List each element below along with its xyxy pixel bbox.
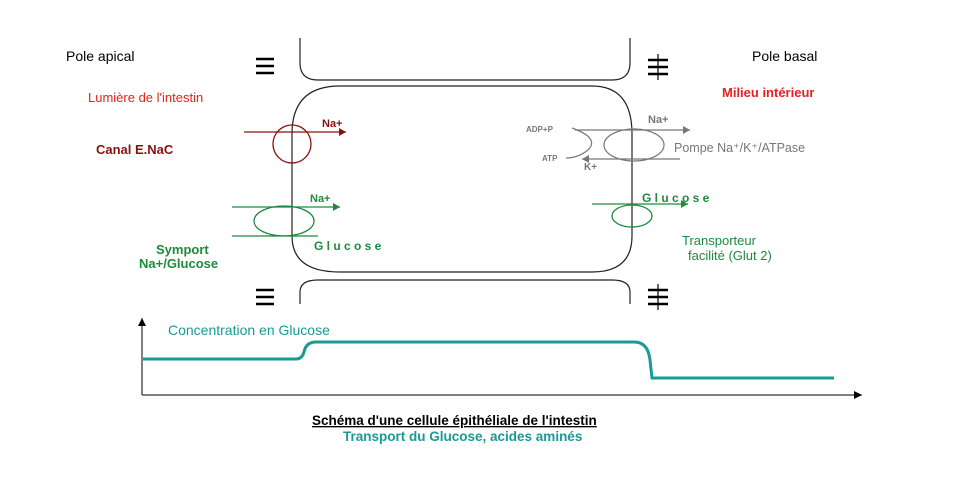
na-pump-label: Na+ bbox=[648, 114, 669, 126]
graph-x-arrowhead bbox=[854, 391, 862, 399]
glucose-symport-label: G l u c o s e bbox=[314, 239, 382, 253]
atp-conversion-curve bbox=[565, 127, 593, 159]
concentration-label: Concentration en Glucose bbox=[168, 322, 330, 338]
glucose-basal-arrowhead bbox=[681, 200, 688, 208]
desmosome-top-icon bbox=[648, 54, 668, 80]
caption-title: Schéma d'une cellule épithéliale de l'in… bbox=[312, 413, 597, 428]
lumiere-label: Lumière de l'intestin bbox=[88, 90, 203, 105]
transporteur-label-line2: facilité (Glut 2) bbox=[688, 248, 772, 263]
pole-apical-label: Pole apical bbox=[66, 48, 135, 64]
caption-subtitle: Transport du Glucose, acides aminés bbox=[343, 429, 582, 444]
symport-label-line1: Symport bbox=[156, 242, 209, 257]
na-k-pump bbox=[565, 126, 690, 163]
transporteur-label-line1: Transporteur bbox=[682, 233, 757, 248]
symport-circle bbox=[253, 205, 315, 237]
symport-label-line2: Na+/Glucose bbox=[139, 256, 218, 271]
na-channel-arrowhead bbox=[339, 128, 346, 136]
cell-body bbox=[291, 85, 633, 273]
concentration-graph bbox=[138, 318, 862, 399]
na-symport-label: Na+ bbox=[310, 193, 331, 205]
symport-transporter bbox=[232, 203, 340, 237]
na-channel-label: Na+ bbox=[322, 118, 343, 130]
k-pump-label: K+ bbox=[584, 162, 597, 173]
adp-label: ADP+P bbox=[526, 125, 554, 134]
desmosome-bottom-icon bbox=[648, 284, 668, 310]
glut2-transporter bbox=[592, 200, 688, 228]
cell-bottom-boundary bbox=[299, 279, 631, 304]
canal-enac-label: Canal E.NaC bbox=[96, 142, 174, 157]
tight-junction-top-icon bbox=[256, 57, 274, 75]
graph-y-arrowhead bbox=[138, 318, 146, 326]
glucose-basal-label: G l u c o s e bbox=[642, 191, 710, 205]
k-pump-arrowhead bbox=[582, 155, 589, 163]
cell-membrane bbox=[291, 38, 633, 304]
na-pump-arrowhead bbox=[683, 126, 690, 134]
cell-top-boundary bbox=[299, 38, 631, 81]
glucose-concentration-curve bbox=[143, 340, 834, 380]
glut2-circle bbox=[611, 204, 653, 228]
pump-circle bbox=[603, 128, 665, 162]
enac-channel-circle bbox=[272, 124, 312, 164]
tight-junction-bottom-icon bbox=[256, 288, 274, 306]
pompe-label: Pompe Na⁺/K⁺/ATPase bbox=[674, 141, 805, 155]
na-symport-arrowhead bbox=[333, 203, 340, 211]
pole-basal-label: Pole basal bbox=[752, 48, 817, 64]
enac-channel bbox=[244, 124, 346, 164]
milieu-label: Milieu intérieur bbox=[722, 85, 814, 100]
atp-label: ATP bbox=[542, 154, 558, 163]
